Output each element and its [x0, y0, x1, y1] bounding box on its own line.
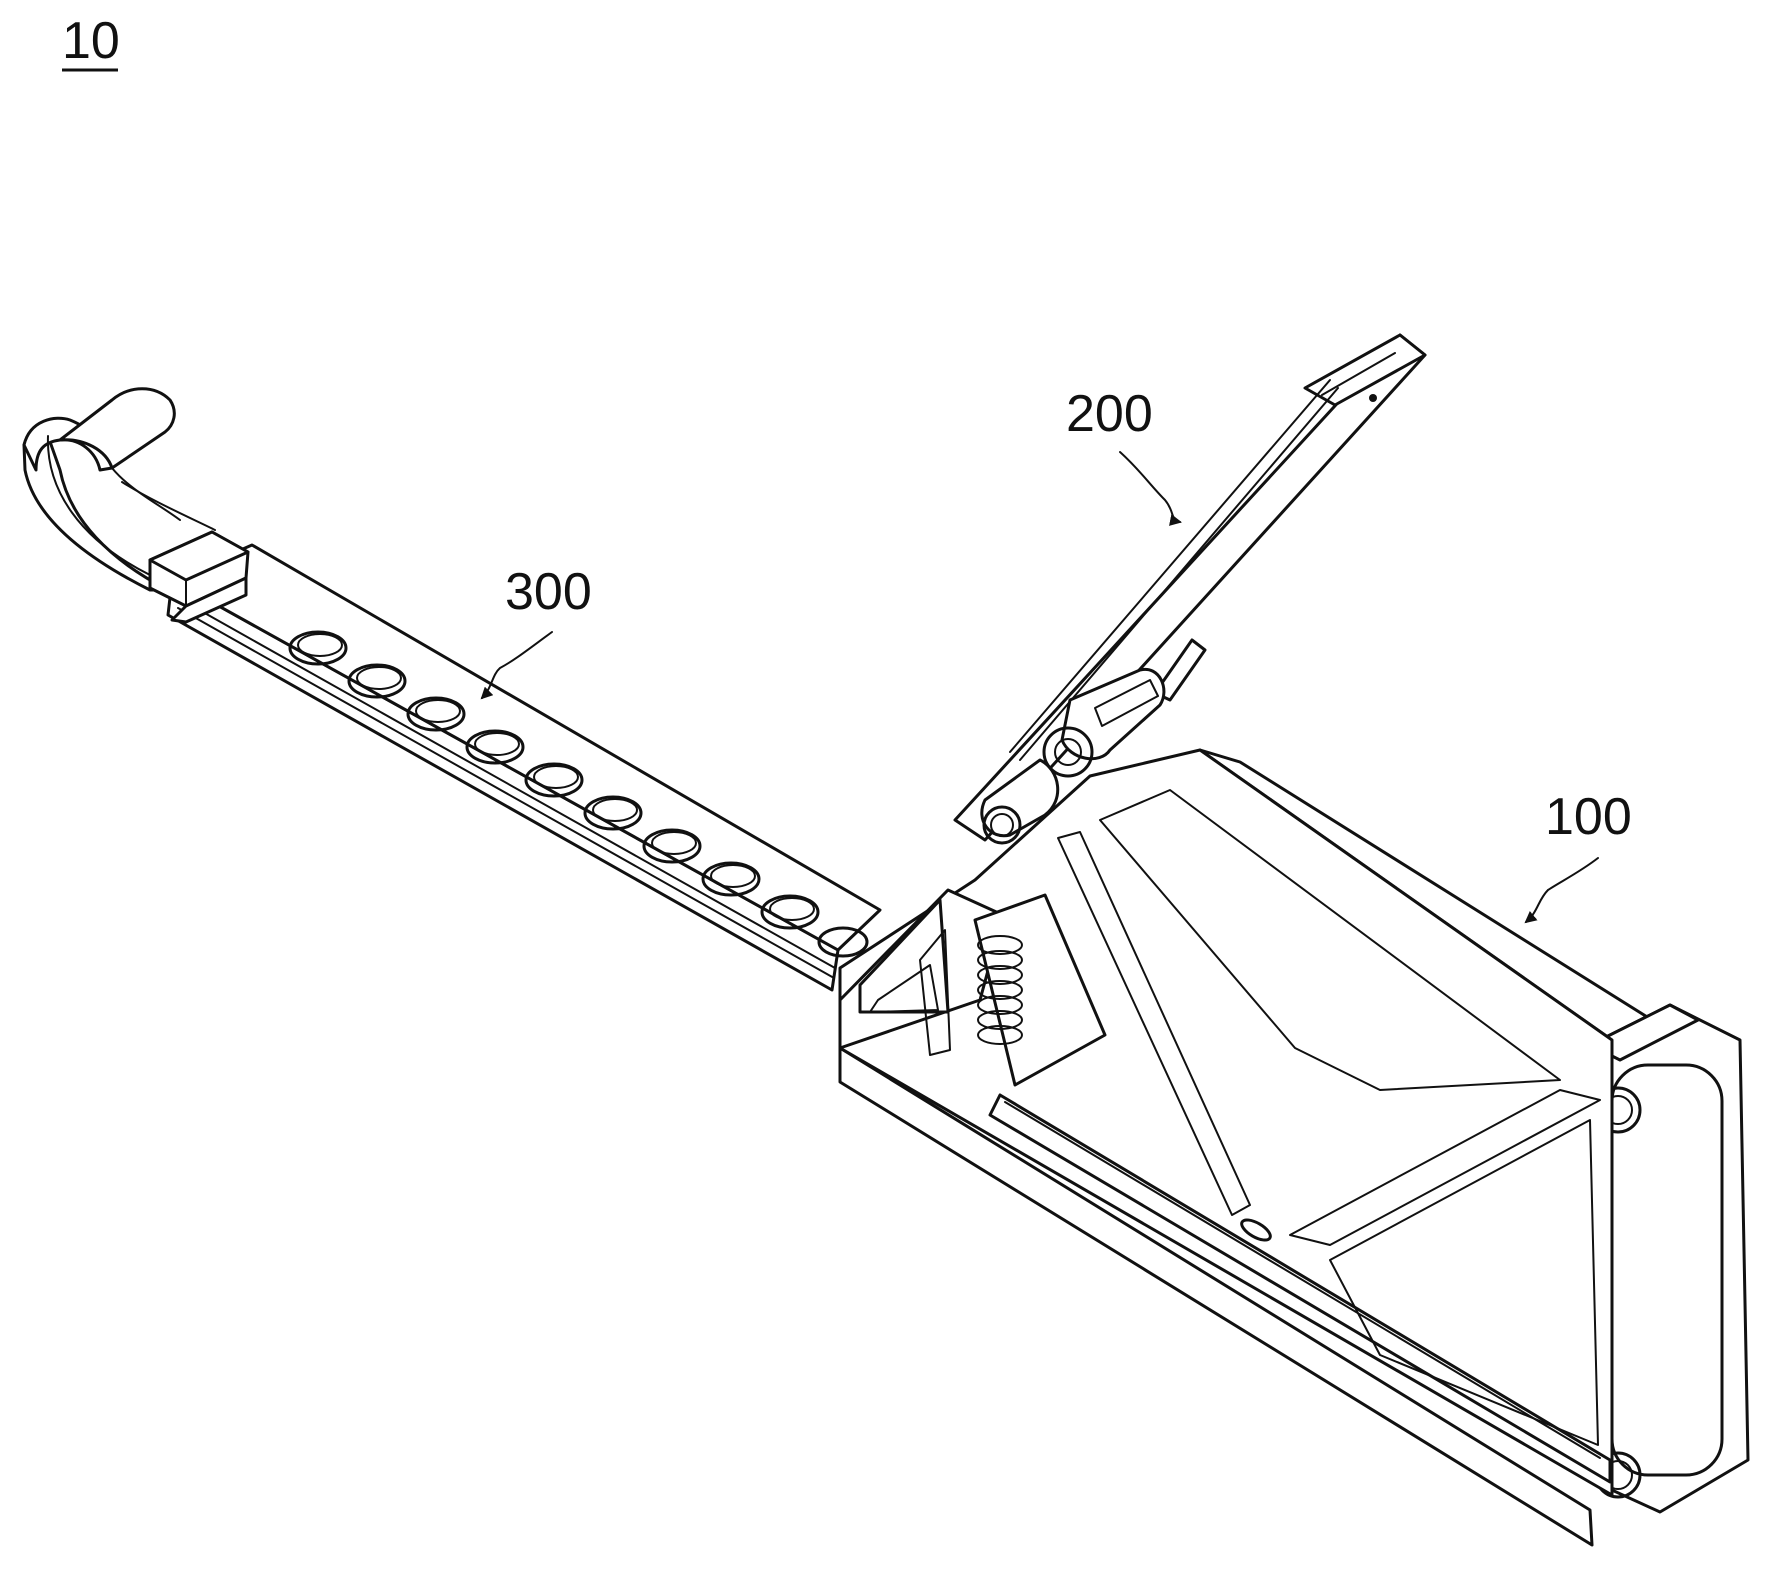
leader-arrow-200 [1119, 451, 1182, 526]
measuring-bar [166, 543, 882, 992]
spring-icon [977, 935, 1023, 1045]
label-100: 100 [1524, 788, 1632, 924]
reference-numeral-200: 200 [1066, 385, 1153, 443]
hook [22, 387, 250, 624]
figure-number-label: 10 [62, 12, 120, 70]
leader-arrow-100 [1524, 857, 1599, 924]
label-200: 200 [1066, 385, 1182, 526]
leader-arrow-300 [480, 631, 553, 700]
main-body [838, 748, 1750, 1547]
label-300: 300 [480, 563, 592, 700]
reference-numeral-100: 100 [1545, 788, 1632, 846]
hinge-block [838, 667, 1166, 1087]
reference-numeral-300: 300 [505, 563, 592, 621]
bar-holes [288, 630, 869, 958]
